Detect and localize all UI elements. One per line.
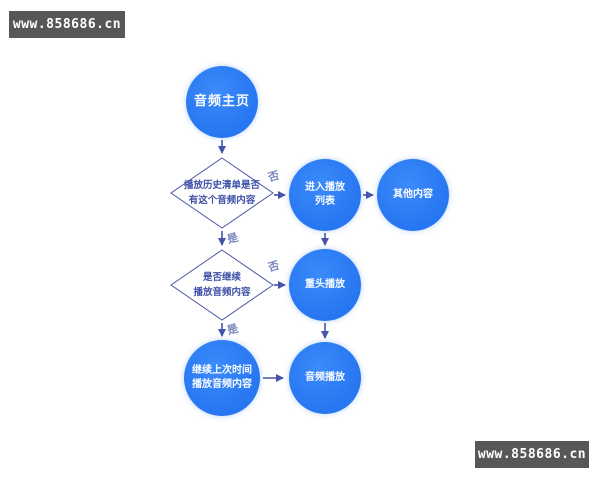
diamond-shape-icon xyxy=(170,157,274,229)
node-replay: 重头播放 xyxy=(289,249,361,321)
watermark-top-left: www.858686.cn xyxy=(9,11,125,38)
node-enter-playlist: 进入播放 列表 xyxy=(289,159,361,231)
node-audio-home: 音频主页 xyxy=(186,66,258,138)
node-continue-check-label: 是否继续 播放音频内容 xyxy=(193,271,251,298)
node-continue-last-label: 继续上次时间 播放音频内容 xyxy=(192,364,252,391)
node-audio-play-label: 音频播放 xyxy=(305,371,345,383)
node-continue-check: 是否继续 播放音频内容 xyxy=(170,249,274,321)
watermark-bottom-right: www.858686.cn xyxy=(475,441,589,468)
node-history-check: 播放历史清单是否 有这个音频内容 xyxy=(170,157,274,229)
node-audio-home-label: 音频主页 xyxy=(193,93,250,109)
node-other-content-label: 其他内容 xyxy=(393,188,433,200)
node-replay-label: 重头播放 xyxy=(305,278,345,290)
node-audio-play: 音频播放 xyxy=(289,342,361,414)
diamond-shape-icon xyxy=(170,249,274,321)
node-other-content: 其他内容 xyxy=(377,159,449,231)
node-enter-playlist-label: 进入播放 列表 xyxy=(305,181,345,208)
node-continue-last: 继续上次时间 播放音频内容 xyxy=(184,340,260,416)
node-history-check-label: 播放历史清单是否 有这个音频内容 xyxy=(183,179,260,206)
